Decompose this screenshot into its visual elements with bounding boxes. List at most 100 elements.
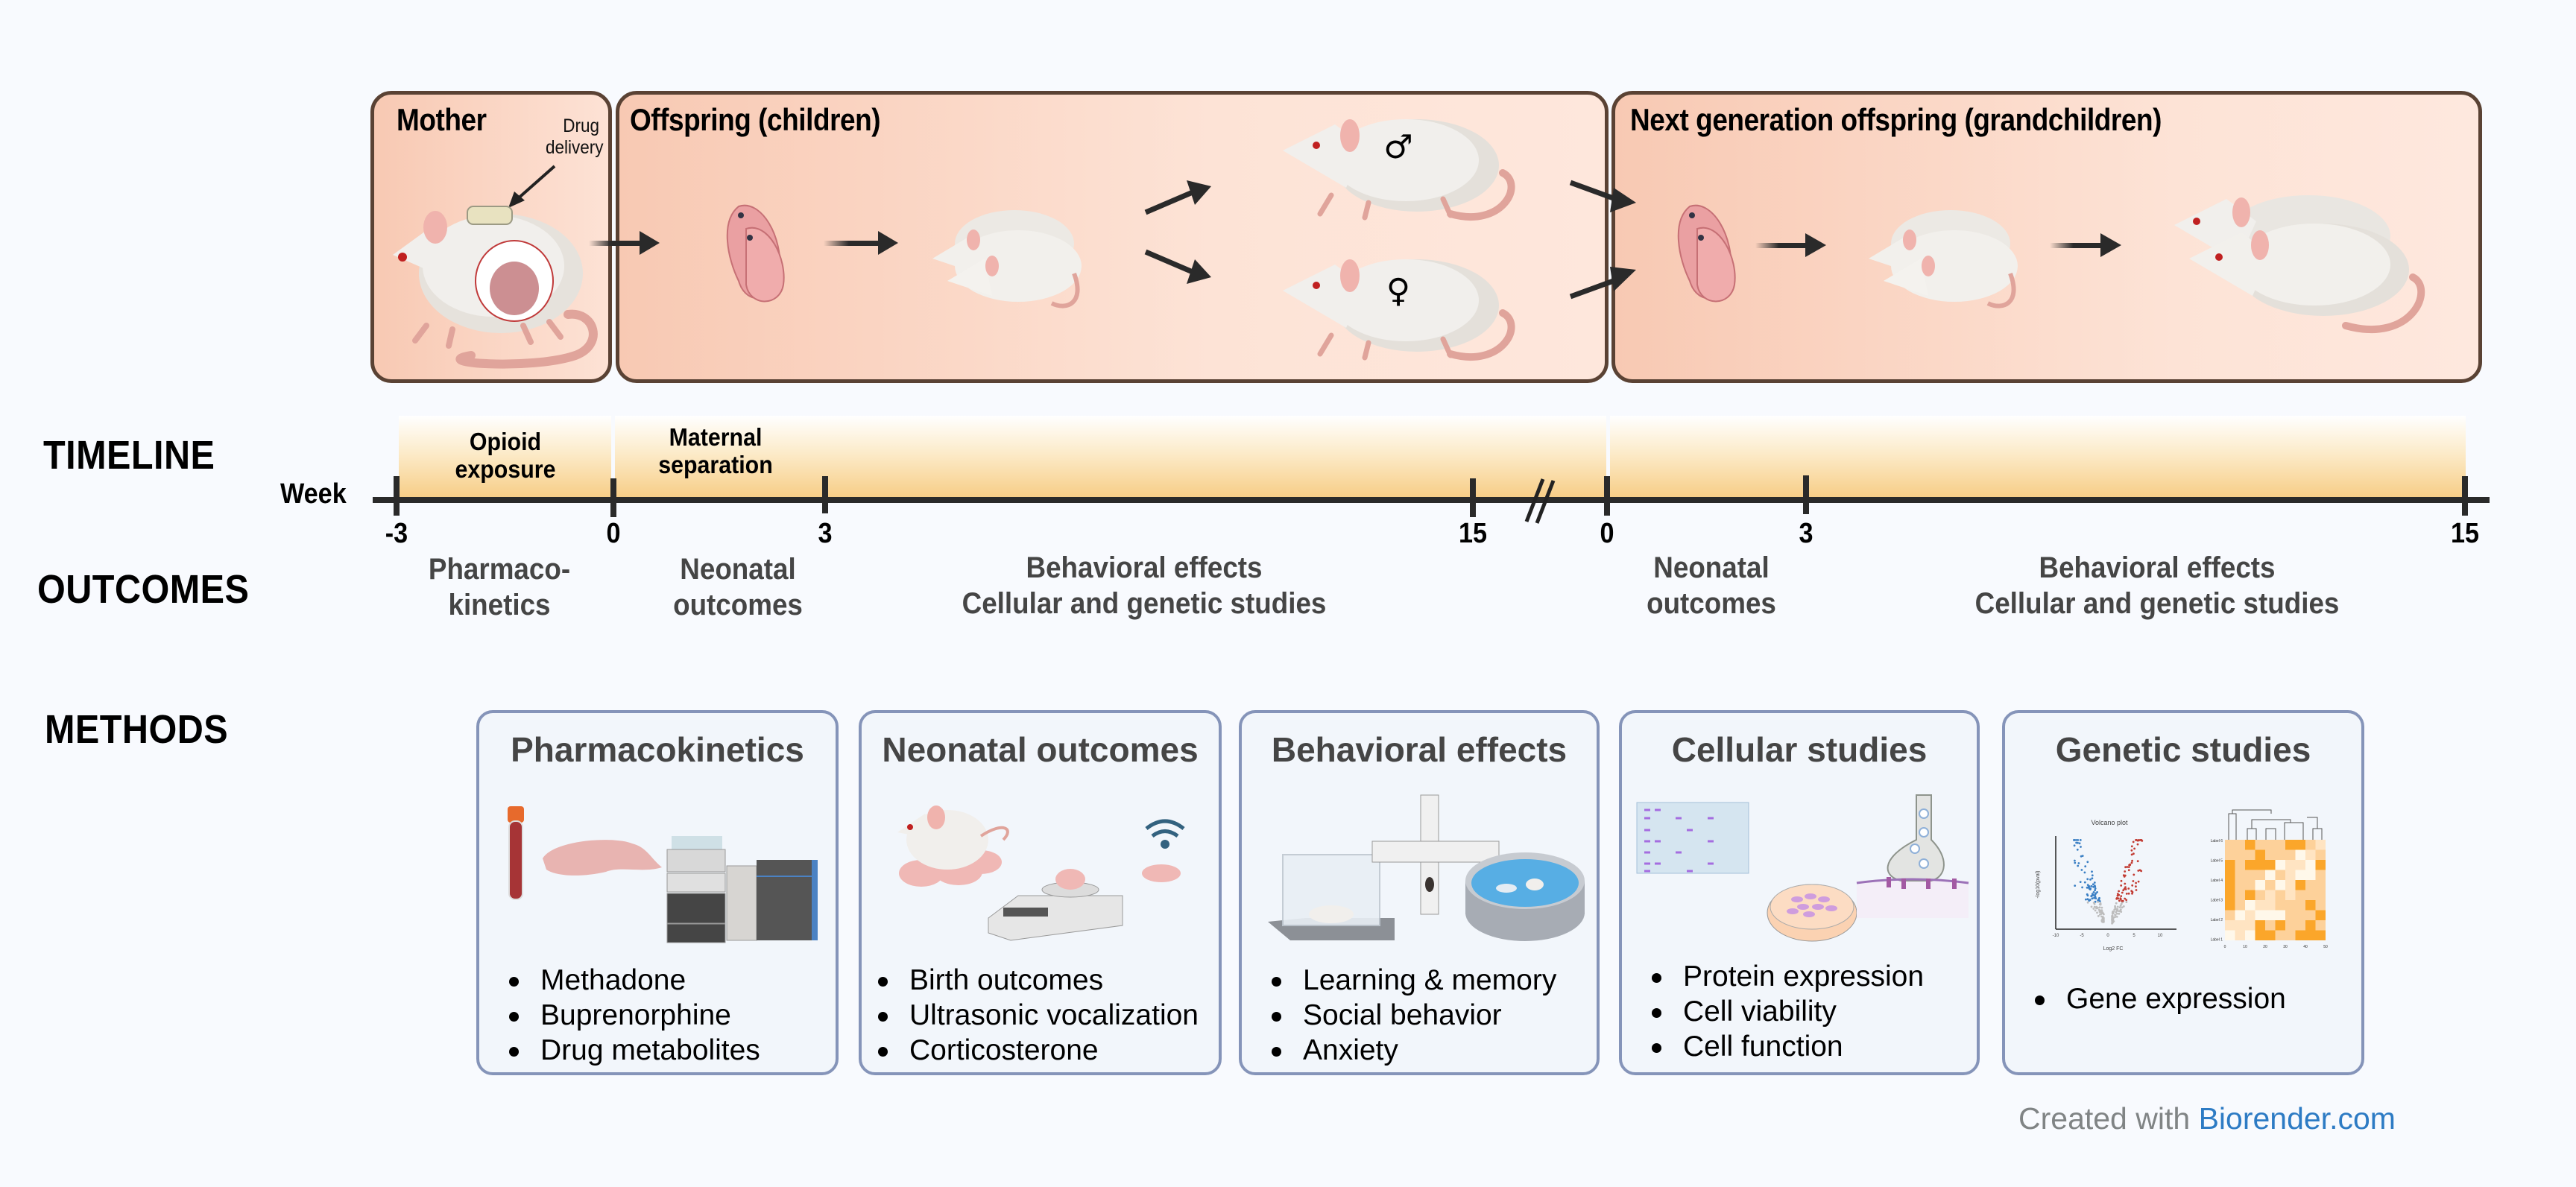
credit-prefix: Created with — [2018, 1101, 2199, 1136]
heatmap-cell — [2275, 870, 2285, 880]
arrow-grand-pups-to-juvenile-icon — [1755, 233, 1826, 257]
heatmap-cell — [2255, 870, 2265, 880]
stage-arrows — [589, 180, 2121, 300]
volcano-point — [2098, 906, 2101, 909]
volcano-point — [2093, 902, 2096, 905]
behavioral-effects-list: Learning & memory Social behavior Anxiet… — [1269, 963, 1556, 1068]
drug-delivery-annotation: Drug delivery — [546, 115, 604, 158]
heatmap-cell — [2305, 920, 2316, 931]
volcano-point — [2120, 911, 2123, 913]
heatmap-cell — [2285, 849, 2296, 860]
volcano-point — [2081, 855, 2084, 857]
heatmap-cell — [2245, 930, 2255, 940]
volcano-point — [2111, 922, 2113, 925]
volcano-point — [2096, 891, 2098, 893]
tick-gen1--3 — [394, 476, 400, 516]
heatmap-cell — [2305, 910, 2316, 920]
volcano-point — [2083, 871, 2086, 874]
volcano-point — [2124, 882, 2127, 885]
volcano-point — [2102, 917, 2105, 919]
newborn-pups-icon — [726, 204, 785, 303]
volcano-point — [2118, 906, 2121, 908]
volcano-point — [2130, 849, 2133, 852]
volcano-point — [2131, 890, 2134, 893]
volcano-point — [2135, 885, 2137, 888]
heatmap-cell — [2225, 930, 2235, 940]
heatmap-xtick: 40 — [2303, 945, 2308, 949]
volcano-point — [2092, 908, 2095, 910]
volcano-point — [2094, 909, 2097, 912]
card-title: Cellular studies — [1671, 730, 1928, 769]
volcano-point — [2074, 839, 2077, 841]
heatmap-cell — [2275, 930, 2285, 940]
heatmap-cell — [2245, 910, 2255, 920]
volcano-point — [2125, 893, 2128, 895]
volcano-point — [2083, 881, 2086, 884]
tick-label-gen2-3: 3 — [1799, 518, 1813, 549]
volcano-point — [2122, 889, 2125, 892]
heatmap-cell — [2315, 870, 2326, 880]
heatmap-cell — [2275, 840, 2285, 850]
list-item: Cell viability — [1649, 994, 1924, 1029]
maternal-separation-band — [615, 416, 1606, 499]
volcano-point — [2130, 853, 2133, 856]
heatmap-cell — [2225, 890, 2235, 900]
heatmap-cell — [2295, 930, 2305, 940]
volcano-point — [2094, 887, 2097, 890]
volcano-point — [2093, 881, 2096, 884]
volcano-point — [2081, 886, 2083, 889]
grand-adult-mice-icon — [2174, 195, 2425, 334]
volcano-point — [2140, 839, 2143, 841]
volcano-point — [2120, 879, 2123, 882]
heatmap-cell — [2275, 900, 2285, 911]
heatmap-cell — [2295, 849, 2305, 860]
heatmap-cell — [2295, 890, 2305, 900]
card-behavioral-effects: Behavioral effects Learning & memory Soc… — [1239, 710, 1600, 1075]
heatmap-cell — [2235, 900, 2245, 911]
heatmap-cell — [2225, 910, 2235, 920]
volcano-point — [2123, 876, 2126, 878]
outcome-behavioral-gen1: Behavioral effects Cellular and genetic … — [962, 551, 1327, 620]
volcano-point — [2124, 888, 2127, 890]
volcano-point — [2126, 866, 2129, 868]
volcano-point — [2124, 866, 2127, 869]
biorender-link[interactable]: Biorender.com — [2198, 1101, 2396, 1136]
arrow-mother-to-pups-icon — [589, 231, 660, 255]
list-item: Learning & memory — [1269, 963, 1556, 998]
tick-label-gen1--3: -3 — [385, 518, 408, 549]
volcano-point — [2097, 899, 2100, 902]
list-item: Birth outcomes — [875, 963, 1199, 998]
list-item: Protein expression — [1649, 959, 1924, 994]
arrow-grand-juvenile-to-adult-icon — [2050, 233, 2121, 257]
volcano-point — [2136, 860, 2139, 863]
volcano-point — [2095, 907, 2098, 910]
volcano-point — [2092, 891, 2095, 893]
card-cellular-studies: Cellular studies — [1619, 710, 1980, 1075]
heatmap-cell — [2255, 860, 2265, 870]
volcano-xtick: 5 — [2133, 934, 2135, 938]
volcano-point — [2090, 895, 2093, 897]
heatmap-row-label: Label 4 — [2211, 879, 2223, 883]
tick-gen2-0 — [1604, 476, 1610, 516]
week-axis-label: Week — [280, 478, 347, 510]
volcano-point — [2079, 881, 2082, 883]
volcano-point — [2118, 890, 2120, 893]
heatmap-cell — [2245, 920, 2255, 931]
methods-section-label: METHODS — [45, 707, 229, 752]
heatmap-cell — [2225, 870, 2235, 880]
timeline-axis-gen1 — [373, 497, 1886, 503]
heatmap-cell — [2285, 890, 2296, 900]
heatmap-cell — [2235, 870, 2245, 880]
timeline-axis-gen2 — [1603, 497, 2490, 503]
volcano-point — [2131, 859, 2133, 862]
maternal-separation-label: Maternal separation — [658, 423, 773, 478]
heatmap-cell — [2285, 920, 2296, 931]
volcano-point — [2073, 839, 2075, 841]
volcano-point — [2092, 885, 2094, 888]
volcano-point — [2089, 879, 2092, 881]
heatmap-cell — [2285, 880, 2296, 890]
heatmap-cell — [2315, 910, 2326, 920]
outcome-behavioral-gen2: Behavioral effects Cellular and genetic … — [1974, 551, 2340, 620]
heatmap-cell — [2275, 910, 2285, 920]
